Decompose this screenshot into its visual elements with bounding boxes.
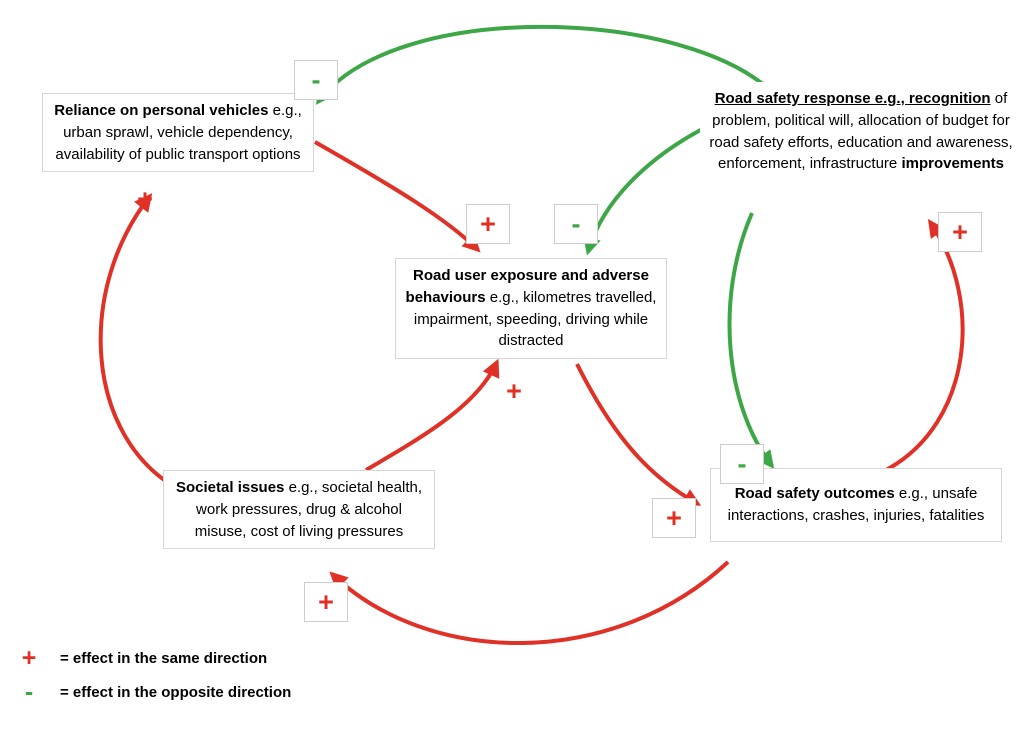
arrow-outcomes-to-societal — [329, 560, 730, 645]
legend-positive: + = effect in the same direction — [14, 646, 267, 671]
arrow-response-to-exposure — [583, 122, 713, 256]
sign-outcomes-to-response-plus: + — [938, 212, 982, 252]
node-exposure: Road user exposure and adverse behaviour… — [395, 258, 667, 359]
legend-minus-label: = effect in the opposite direction — [60, 684, 292, 701]
sign-response-to-reliance-minus: - — [294, 60, 338, 100]
legend-negative: - = effect in the opposite direction — [14, 680, 291, 705]
node-outcomes-desc: e.g., unsafe interactions, crashes, inju… — [727, 485, 985, 524]
node-outcomes: Road safety outcomes e.g., unsafe intera… — [710, 468, 1002, 542]
sign-societal-to-exposure-plus: + — [506, 375, 522, 406]
legend-minus-icon: - — [24, 678, 34, 706]
arrow-outcomes-to-response — [885, 219, 965, 472]
sign-exposure-to-outcomes-plus: + — [652, 498, 696, 538]
sign-response-to-exposure-minus: - — [554, 204, 598, 244]
node-response-desc-bold: improvements — [901, 155, 1004, 173]
node-outcomes-title: Road safety outcomes — [734, 485, 895, 502]
legend-plus-label: = effect in the same direction — [60, 650, 268, 667]
node-response-desc: of problem, political will, allocation o… — [709, 90, 1013, 173]
arrow-reliance-to-exposure — [314, 140, 481, 253]
sign-societal-to-reliance-plus: + — [137, 183, 153, 214]
sign-response-to-outcomes-minus: - — [720, 444, 764, 484]
node-exposure-desc: e.g., kilometres travelled, impairment, … — [413, 288, 657, 350]
sign-outcomes-to-societal-plus: + — [304, 582, 348, 622]
sign-reliance-to-exposure-plus: + — [466, 204, 510, 244]
arrow-response-to-outcomes — [727, 212, 775, 469]
arrow-societal-to-exposure — [364, 358, 500, 472]
node-reliance-desc: e.g., urban sprawl, vehicle dependency, … — [55, 102, 302, 163]
node-societal: Societal issues e.g., societal health, w… — [163, 470, 435, 550]
legend-plus-icon: + — [21, 644, 37, 672]
node-response: Road safety response e.g., recognition o… — [700, 82, 1022, 181]
node-societal-desc: e.g., societal health, work pressures, d… — [194, 479, 422, 540]
arrow-societal-to-reliance — [98, 193, 172, 486]
node-reliance: Reliance on personal vehicles e.g., urba… — [42, 93, 314, 173]
node-reliance-title: Reliance on personal vehicles — [54, 102, 269, 119]
arrow-exposure-to-outcomes — [575, 363, 702, 506]
node-response-title: Road safety response e.g., recognition — [714, 90, 991, 107]
node-societal-title: Societal issues — [176, 479, 285, 496]
node-exposure-title: Road user exposure and adverse behaviour… — [405, 267, 649, 306]
